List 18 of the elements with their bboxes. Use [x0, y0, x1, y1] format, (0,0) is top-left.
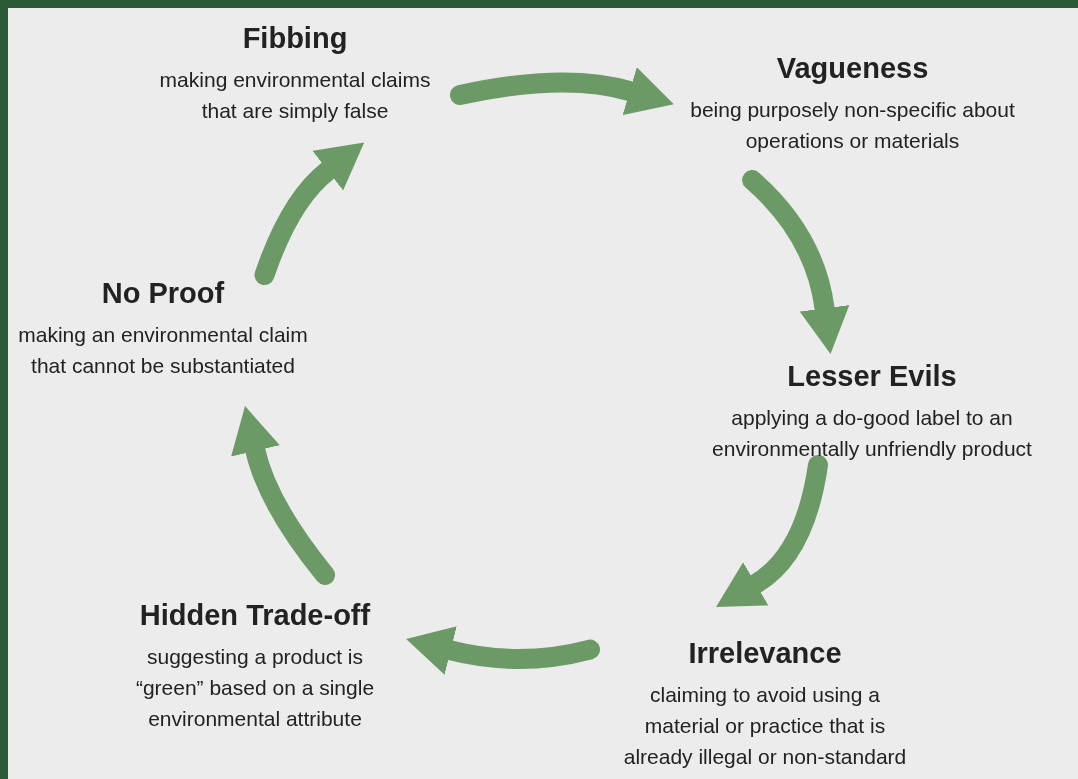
- step-heading: Lesser Evils: [787, 359, 957, 394]
- step-heading: No Proof: [101, 276, 225, 311]
- step-heading: Vagueness: [776, 51, 929, 86]
- step-description: applying a do-good label to an environmentally unfriendly product: [711, 405, 1033, 462]
- curved-arrow: [742, 170, 850, 354]
- step-description: being purposely non-specific about operations or materials: [689, 97, 1016, 154]
- step-description: making an environmental claim that cannot be substantiated: [18, 322, 308, 379]
- curved-arrow: [405, 626, 600, 675]
- step-description: making environmental claims that are simply false: [158, 67, 432, 124]
- step-heading: Hidden Trade-off: [139, 598, 371, 633]
- step-description: suggesting a product is “green” based on a single environmental attribute: [134, 644, 376, 732]
- curved-arrow: [231, 406, 336, 585]
- step-heading: Fibbing: [242, 21, 348, 56]
- step-description: claiming to avoid using a material or practice that is already illegal or non-standard: [622, 682, 908, 770]
- curved-arrow: [254, 141, 364, 285]
- curved-arrow: [717, 455, 828, 610]
- curved-arrow: [450, 66, 675, 116]
- step-heading: Irrelevance: [688, 636, 842, 671]
